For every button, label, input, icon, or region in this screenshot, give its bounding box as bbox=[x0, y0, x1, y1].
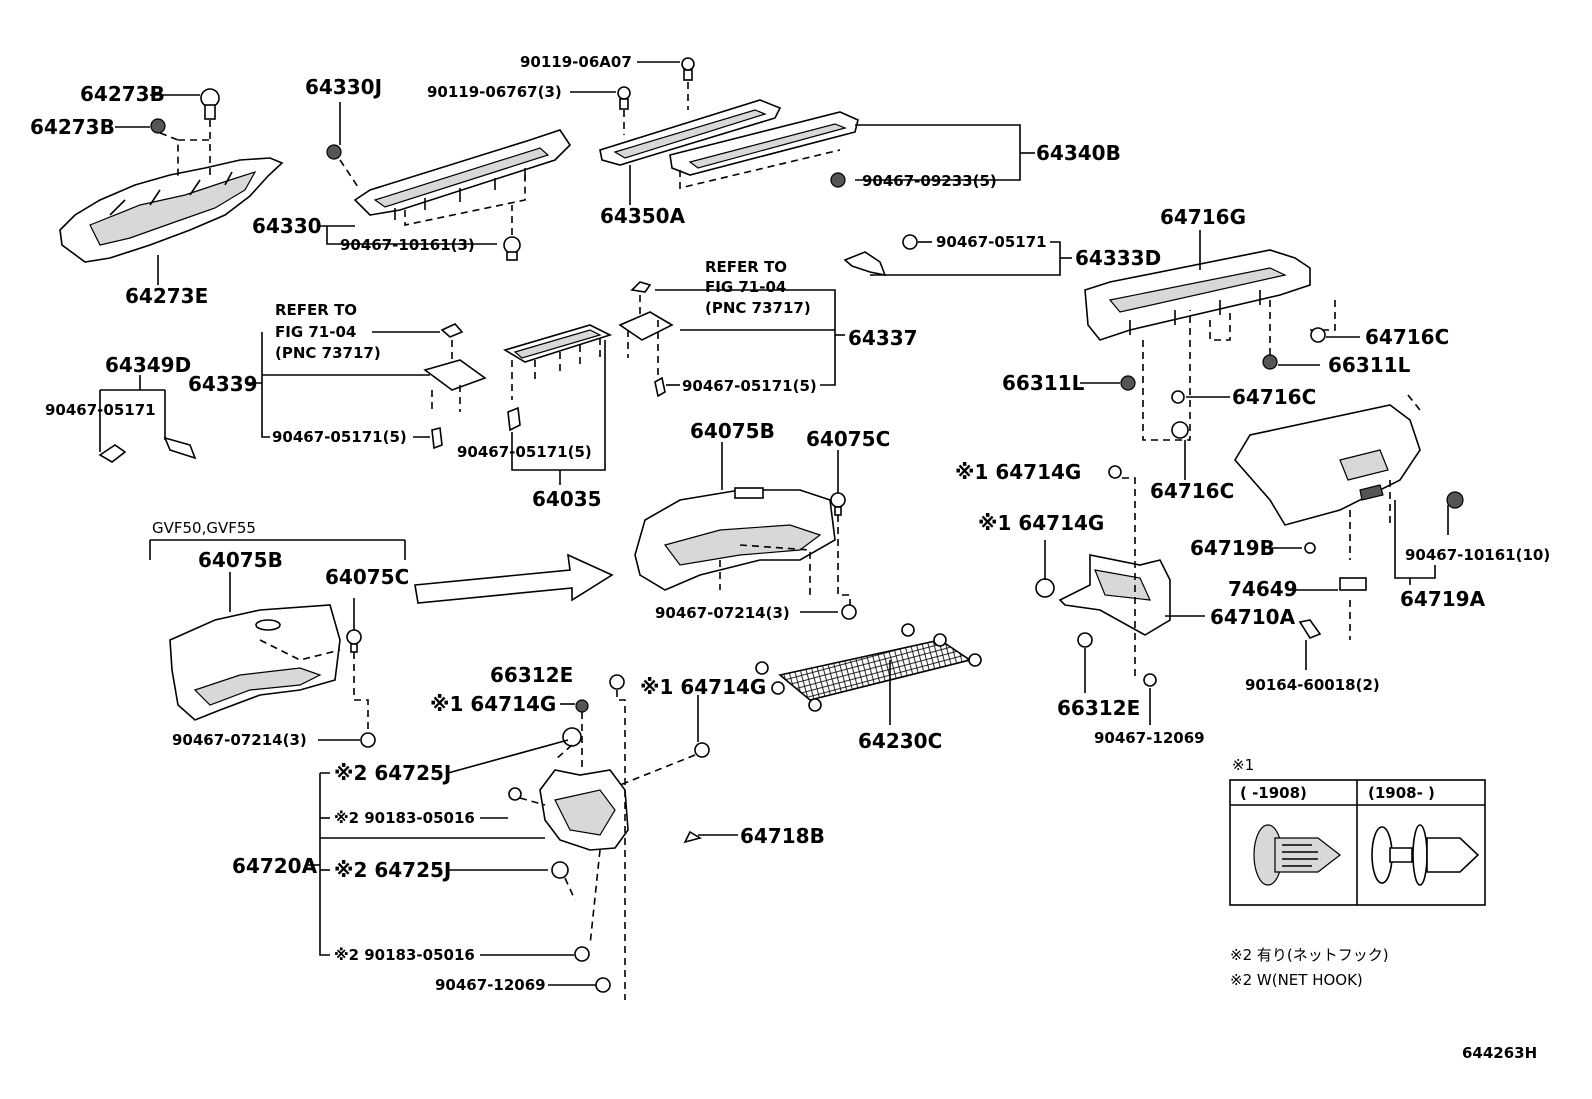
legend-box bbox=[1229, 779, 1486, 906]
legend-col1: ( -1908) bbox=[1240, 784, 1307, 802]
label-64035: 64035 bbox=[532, 487, 602, 511]
label-64714G-b: ※1 64714G bbox=[978, 511, 1104, 535]
label-64333D-bolt: 90467-05171 bbox=[936, 233, 1047, 251]
part-64230C-net-drawing bbox=[755, 623, 982, 712]
label-90467-07214-top: 90467-07214(3) bbox=[655, 604, 790, 622]
note-net-hook-en: ※2 W(NET HOOK) bbox=[1230, 971, 1363, 989]
part-64719A-drawing bbox=[1234, 404, 1464, 639]
label-90467-07214-left: 90467-07214(3) bbox=[172, 731, 307, 749]
label-66312E-b: 66312E bbox=[1057, 696, 1140, 720]
label-64340B: 64340B bbox=[1036, 141, 1121, 165]
label-64075B-top: 64075B bbox=[690, 419, 775, 443]
label-64330J: 64330J bbox=[305, 75, 382, 99]
part-64035-drawing bbox=[503, 324, 613, 432]
label-90467-10161-10: 90467-10161(10) bbox=[1405, 546, 1550, 564]
part-64273E-drawing bbox=[59, 88, 284, 263]
label-64719B: 64719B bbox=[1190, 536, 1275, 560]
clip-new-icon bbox=[1371, 824, 1480, 886]
label-90119-06767: 90119-06767(3) bbox=[427, 83, 562, 101]
part-64716G-drawing bbox=[1084, 249, 1311, 341]
part-64339-drawing bbox=[423, 323, 487, 450]
label-66311L-a: 66311L bbox=[1002, 371, 1085, 395]
label-90467-05171-left: 90467-05171 bbox=[45, 401, 156, 419]
label-90467-05171-5-a: 90467-05171(5) bbox=[682, 377, 817, 395]
part-64710A-drawing bbox=[1035, 465, 1171, 687]
label-64075C-top: 64075C bbox=[806, 427, 890, 451]
label-64337: 64337 bbox=[848, 326, 918, 350]
label-64714G-c: ※1 64714G bbox=[430, 692, 556, 716]
label-64230C: 64230C bbox=[858, 729, 942, 753]
label-90467-09233: 90467-09233(5) bbox=[862, 172, 997, 190]
part-64075B-top-drawing bbox=[634, 487, 857, 620]
part-64340B-drawing bbox=[669, 111, 859, 188]
label-64339: 64339 bbox=[188, 372, 258, 396]
part-64337-drawing bbox=[618, 281, 674, 398]
label-fig-1: FIG 71-04 bbox=[705, 278, 786, 296]
part-64333D-drawing bbox=[843, 234, 918, 277]
label-90119-06A07: 90119-06A07 bbox=[520, 53, 632, 71]
part-64350A-drawing bbox=[599, 57, 782, 166]
label-64714G-d: ※1 64714G bbox=[640, 675, 766, 699]
label-pnc-1: (PNC 73717) bbox=[705, 299, 811, 317]
label-64273B-b: 64273B bbox=[30, 115, 115, 139]
gvf-bracket bbox=[149, 539, 406, 560]
label-64350A: 64350A bbox=[600, 204, 686, 228]
clip-old-icon bbox=[1253, 824, 1341, 886]
label-64720A: 64720A bbox=[232, 854, 318, 878]
part-64349D-drawing bbox=[98, 436, 197, 463]
label-90183-05016-a: ※2 90183-05016 bbox=[334, 809, 475, 827]
label-gvf: GVF50,GVF55 bbox=[152, 519, 256, 537]
label-64333D: 64333D bbox=[1075, 246, 1161, 270]
label-64273B-a: 64273B bbox=[80, 82, 165, 106]
label-90164-60018: 90164-60018(2) bbox=[1245, 676, 1380, 694]
label-refer-to-1: REFER TO bbox=[705, 258, 787, 276]
legend-mark: ※1 bbox=[1232, 756, 1254, 774]
arrow-icon bbox=[414, 553, 614, 604]
label-90467-12069-b: 90467-12069 bbox=[435, 976, 546, 994]
label-64725J-a: ※2 64725J bbox=[334, 761, 451, 785]
label-pnc-2: (PNC 73717) bbox=[275, 344, 381, 362]
label-64719A: 64719A bbox=[1400, 587, 1486, 611]
label-64714G-a: ※1 64714G bbox=[955, 460, 1081, 484]
label-64349D: 64349D bbox=[105, 353, 191, 377]
label-64075B-left: 64075B bbox=[198, 548, 283, 572]
part-64330-drawing bbox=[326, 129, 572, 261]
label-64330: 64330 bbox=[252, 214, 322, 238]
legend-col2: (1908- ) bbox=[1368, 784, 1435, 802]
label-90467-05171-5-b: 90467-05171(5) bbox=[272, 428, 407, 446]
label-64725J-b: ※2 64725J bbox=[334, 858, 451, 882]
label-74649: 74649 bbox=[1228, 577, 1298, 601]
part-64720A-drawing bbox=[508, 674, 710, 993]
label-64716C-a: 64716C bbox=[1365, 325, 1449, 349]
label-64716C-b: 64716C bbox=[1232, 385, 1316, 409]
label-64716G: 64716G bbox=[1160, 205, 1246, 229]
label-66312E-a: 66312E bbox=[490, 663, 573, 687]
figure-id: 644263H bbox=[1462, 1044, 1537, 1062]
label-64718B: 64718B bbox=[740, 824, 825, 848]
note-net-hook-jp: ※2 有り(ネットフック) bbox=[1230, 946, 1389, 964]
label-66311L-b: 66311L bbox=[1328, 353, 1411, 377]
label-64273E: 64273E bbox=[125, 284, 208, 308]
label-64075C-left: 64075C bbox=[325, 565, 409, 589]
label-90467-10161-3: 90467-10161(3) bbox=[340, 236, 475, 254]
label-90467-05171-5-c: 90467-05171(5) bbox=[457, 443, 592, 461]
part-64075B-left-drawing bbox=[169, 604, 376, 748]
label-90467-12069-a: 90467-12069 bbox=[1094, 729, 1205, 747]
label-64716C-c: 64716C bbox=[1150, 479, 1234, 503]
label-64710A: 64710A bbox=[1210, 605, 1296, 629]
label-refer-to-2: REFER TO bbox=[275, 301, 357, 319]
label-fig-2: FIG 71-04 bbox=[275, 323, 356, 341]
label-90183-05016-b: ※2 90183-05016 bbox=[334, 946, 475, 964]
